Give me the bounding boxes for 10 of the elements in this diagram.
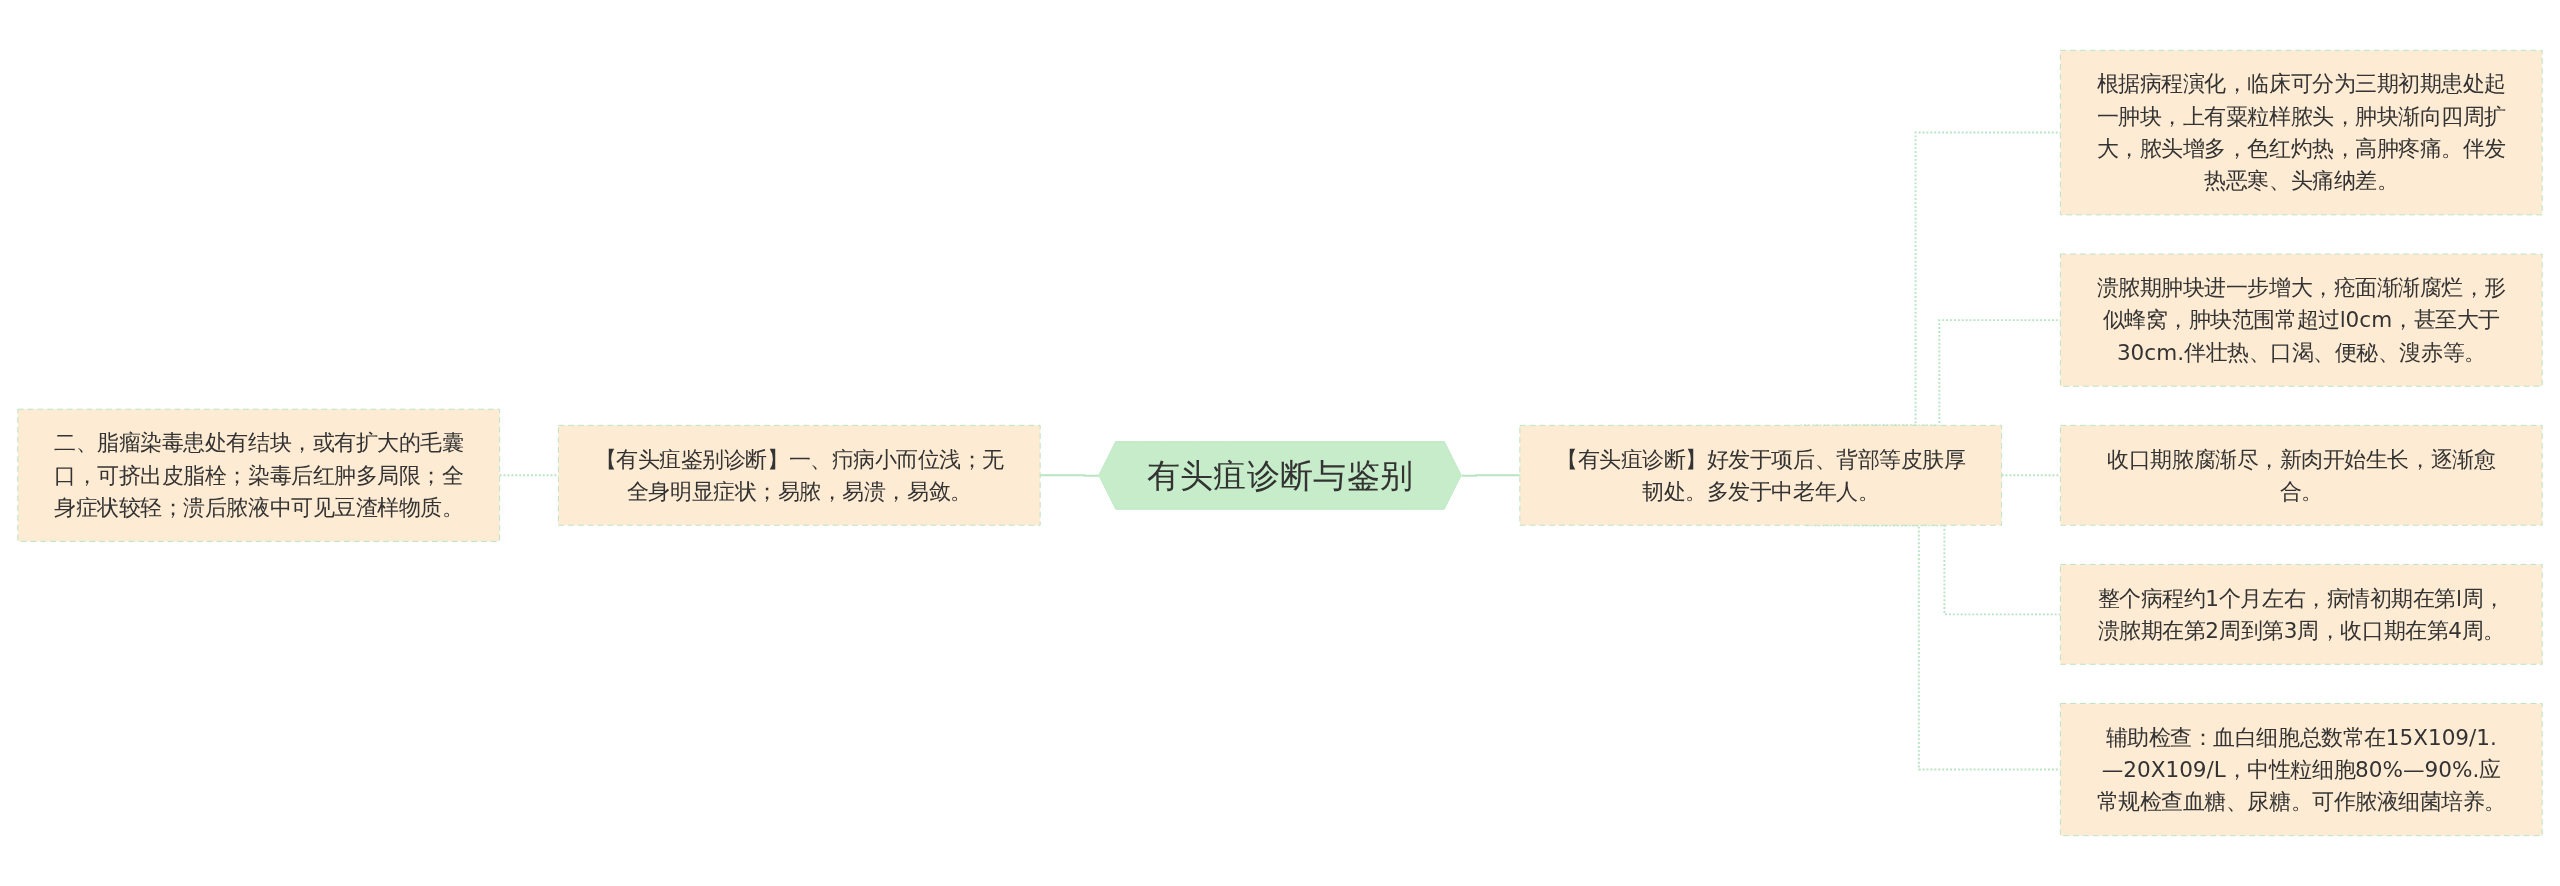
node-box: 辅助检查：血白细胞总数常在15X109/1.—20X109/L，中性粒细胞80%—90%.应常规检查血糖、尿糖。可作脓液细菌培养。 bbox=[2059, 703, 2543, 837]
node-box: 溃脓期肿块进一步增大，疮面渐渐腐烂，形似蜂窝，肿块范围常超过l0cm，甚至大于30cm.伴壮热、口渴、便秘、溲赤等。 bbox=[2059, 253, 2543, 387]
node-box: 整个病程约1个月左右，病情初期在第l周，溃脓期在第2周到第3周，收口期在第4周。 bbox=[2059, 563, 2543, 665]
node-box: 根据病程演化，临床可分为三期初期患处起一肿块，上有粟粒样脓头，肿块渐向四周扩大，脓头增多，色红灼热，高肿疼痛。伴发热恶寒、头痛纳差。 bbox=[2059, 49, 2543, 216]
node-box: 二、脂瘤染毒患处有结块，或有扩大的毛囊口，可挤出皮脂栓；染毒后红肿多局限；全身症状较轻；溃后脓液中可见豆渣样物质。 bbox=[17, 408, 501, 542]
connector bbox=[1039, 474, 1101, 477]
node-box: 【有头疽诊断】好发于项后、背部等皮肤厚韧处。多发于中老年人。 bbox=[1519, 424, 2003, 526]
node-box: 【有头疽鉴别诊断】一、疖病小而位浅；无全身明显症状；易脓，易溃，易敛。 bbox=[557, 424, 1041, 526]
connector bbox=[1460, 474, 1521, 477]
node-box: 收口期脓腐渐尽，新肉开始生长，逐渐愈合。 bbox=[2059, 424, 2543, 526]
